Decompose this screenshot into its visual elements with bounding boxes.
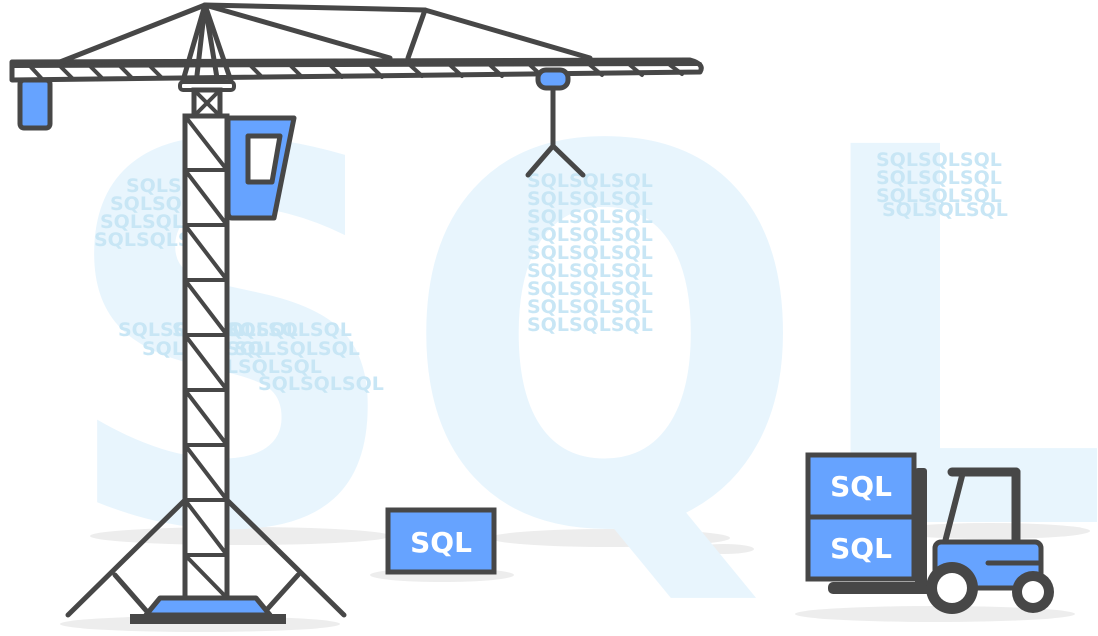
- pattern-text: SQLSQLSQL: [527, 188, 653, 210]
- crane-mast: [182, 113, 230, 601]
- tower-crane-icon: [9, 2, 704, 624]
- pattern-text: SQLSQLSQL: [527, 170, 653, 192]
- ground-sql-box: [385, 507, 497, 575]
- counterweight: [17, 77, 53, 131]
- pattern-text: SQLSQLSQL: [226, 319, 352, 341]
- l-shadow: [890, 523, 1090, 539]
- pattern-text: SQLSQLSQL: [527, 260, 653, 282]
- ground-box-label: SQL: [410, 526, 472, 559]
- mid-shadow: [90, 527, 390, 545]
- forklift-top-label: SQL: [830, 470, 892, 503]
- pattern-text: SQLSQLSQL: [527, 296, 653, 318]
- crane-hook: [525, 67, 586, 178]
- forklift-icon: SQL SQL: [805, 452, 1054, 614]
- pattern-text: SQLSQLSQL: [527, 224, 653, 246]
- ground-shadows: [60, 523, 1090, 632]
- pattern-text: SQLSQLSQL: [527, 314, 653, 336]
- forklift-crate-top: [805, 452, 917, 520]
- crate-icon: SQL: [385, 507, 497, 575]
- pattern-text: SQLSQLSQL: [234, 338, 360, 360]
- crane-base: [143, 595, 273, 618]
- pattern-text: SQLSQLSQL: [258, 373, 384, 395]
- pattern-text: SQLSQLSQL: [876, 149, 1002, 171]
- pattern-text: SQLSQLSQL: [527, 242, 653, 264]
- forklift-shadow: [795, 606, 1075, 622]
- pattern-text: SQLSQLSQL: [527, 206, 653, 228]
- letter-shadow: [490, 529, 730, 547]
- forklift-bottom-label: SQL: [830, 532, 892, 565]
- pattern-text: SQLSQLSQL: [876, 185, 1002, 207]
- pattern-text: SQLSQLSQL: [876, 167, 1002, 189]
- forklift-crate-bottom: [805, 514, 917, 582]
- small-shadow: [694, 544, 754, 554]
- pattern-text: SQLSQLSQL: [527, 278, 653, 300]
- pattern-text: SQLSQLSQL: [882, 199, 1008, 221]
